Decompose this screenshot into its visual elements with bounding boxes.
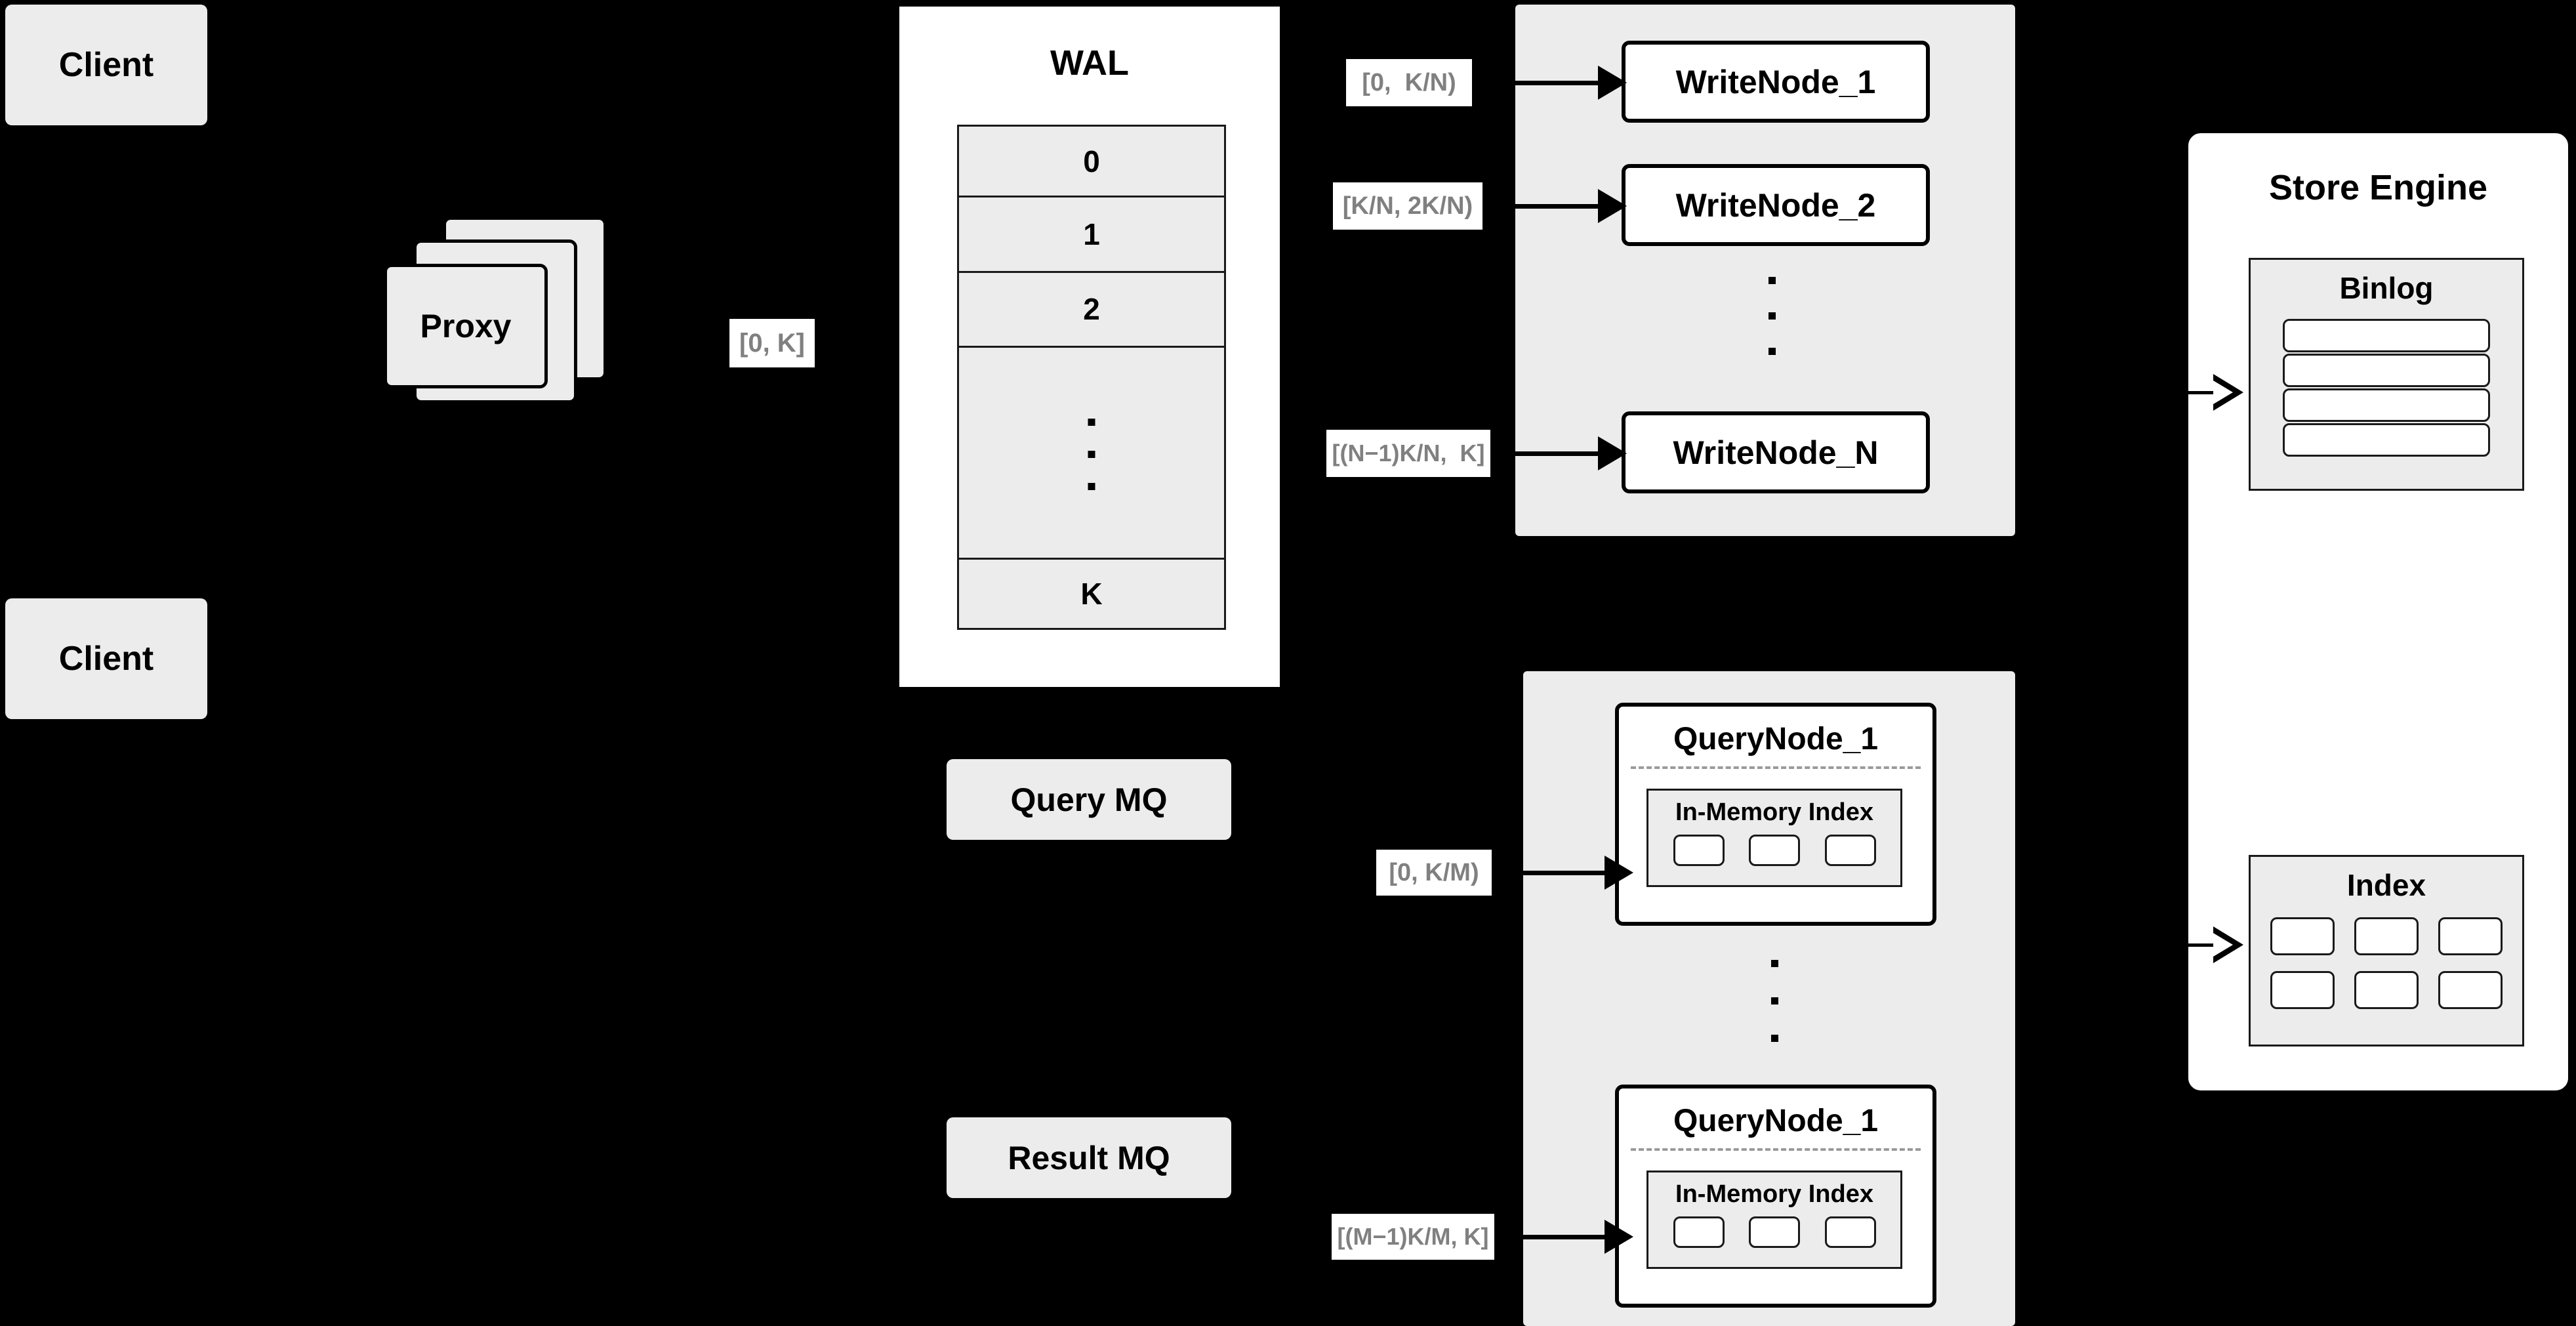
binlog-slot <box>2283 423 2490 457</box>
arrow-line <box>1500 1234 1605 1239</box>
index-slot <box>2438 971 2503 1009</box>
wal-row: 0 <box>959 127 1224 198</box>
vertical-ellipsis-icon <box>1768 277 1776 355</box>
proxy-label: Proxy <box>420 308 512 344</box>
wal-row-ellipsis <box>959 348 1224 560</box>
query-node-divider <box>1631 766 1921 769</box>
store-engine-title: Store Engine <box>2268 168 2488 207</box>
arrow-head-open-icon <box>2213 374 2243 411</box>
result-mq-label: Result MQ <box>1008 1139 1170 1176</box>
arrow-head-icon <box>1598 436 1627 470</box>
arrow-to-write-node-2 <box>1486 189 1627 223</box>
binlog-slot <box>2283 319 2490 352</box>
index-slot <box>2354 917 2419 955</box>
arrow-to-write-node-1 <box>1477 66 1627 100</box>
index-panel: Index <box>2249 855 2524 1046</box>
arrow-to-write-node-n <box>1494 436 1627 470</box>
proxy-card-front[interactable]: Proxy <box>384 264 548 388</box>
index-slot <box>1824 835 1876 866</box>
wal-row: K <box>1080 576 1103 611</box>
write-node-n[interactable]: WriteNode_N <box>1622 411 1930 493</box>
index-slot <box>2354 971 2419 1009</box>
arrow-to-index <box>2158 926 2243 963</box>
range-label-proxy-to-wal: [0, K] <box>729 319 815 367</box>
index-slot <box>1749 835 1800 866</box>
binlog-panel: Binlog <box>2249 258 2524 491</box>
in-memory-index-title: In-Memory Index <box>1675 1180 1873 1208</box>
wal-panel: WAL 0 1 2 K <box>897 5 1282 689</box>
index-slot <box>1673 835 1725 866</box>
arrow-to-query-node-1 <box>1497 856 1633 890</box>
index-slot <box>2270 917 2335 955</box>
query-mq-label: Query MQ <box>1010 781 1168 818</box>
arrow-head-open-icon <box>2213 926 2243 963</box>
query-mq-box[interactable]: Query MQ <box>947 759 1231 840</box>
binlog-slot <box>2283 388 2490 422</box>
range-label-query-node-2: [(M−1)K/M, K] <box>1332 1214 1494 1260</box>
arrow-line <box>2158 943 2213 947</box>
index-slot <box>1673 1216 1725 1248</box>
vertical-ellipsis-icon <box>1088 418 1095 490</box>
client-label: Client <box>58 640 154 678</box>
arrow-line <box>1494 451 1598 456</box>
index-slot <box>2438 917 2503 955</box>
client-box-1[interactable]: Client <box>5 5 207 125</box>
range-label-write-node-2: [K/N, 2K/N) <box>1333 182 1482 230</box>
arrow-head-icon <box>1598 189 1627 223</box>
arrow-line <box>2158 390 2213 394</box>
arrow-to-query-node-2 <box>1500 1220 1633 1254</box>
query-node-1[interactable]: QueryNode_1 In-Memory Index <box>1615 703 1936 926</box>
arrow-head-icon <box>1605 1220 1633 1254</box>
query-node-2[interactable]: QueryNode_1 In-Memory Index <box>1615 1085 1936 1308</box>
result-mq-box[interactable]: Result MQ <box>947 1117 1231 1198</box>
query-node-title: QueryNode_1 <box>1673 1104 1879 1138</box>
proxy-stack[interactable]: Proxy <box>380 217 669 433</box>
index-slot <box>1749 1216 1800 1248</box>
range-label-query-node-1: [0, K/M) <box>1376 850 1492 896</box>
range-label-write-node-1: [0, K/N) <box>1346 59 1472 106</box>
index-title: Index <box>2346 868 2426 902</box>
arrow-line <box>1477 80 1598 85</box>
in-memory-index-panel: In-Memory Index <box>1646 789 1902 887</box>
range-label-write-node-n: [(N−1)K/N, K] <box>1326 430 1490 477</box>
client-label: Client <box>58 46 154 84</box>
arrow-to-binlog <box>2158 374 2243 411</box>
arrow-head-icon <box>1598 66 1627 100</box>
vertical-ellipsis-icon <box>1771 960 1778 1042</box>
wal-table: 0 1 2 K <box>957 125 1226 630</box>
write-node-1[interactable]: WriteNode_1 <box>1622 41 1930 123</box>
arrow-line <box>1497 870 1605 875</box>
query-node-group: QueryNode_1 In-Memory Index <box>1523 671 2015 1326</box>
store-engine-panel: Store Engine Binlog Index <box>2186 131 2570 1092</box>
index-slot <box>1824 1216 1876 1248</box>
binlog-title: Binlog <box>2339 271 2434 305</box>
wal-row: 2 <box>959 273 1224 348</box>
arrow-line <box>1486 203 1598 209</box>
arrow-head-icon <box>1605 856 1633 890</box>
write-node-2[interactable]: WriteNode_2 <box>1622 164 1930 246</box>
index-slot <box>2270 971 2335 1009</box>
wal-row: 1 <box>959 197 1224 273</box>
binlog-slot <box>2283 354 2490 387</box>
in-memory-index-panel: In-Memory Index <box>1646 1171 1902 1269</box>
client-box-2[interactable]: Client <box>5 598 207 719</box>
query-node-divider <box>1631 1148 1921 1151</box>
wal-title: WAL <box>1050 43 1129 83</box>
query-node-title: QueryNode_1 <box>1673 722 1879 756</box>
in-memory-index-title: In-Memory Index <box>1675 798 1873 826</box>
